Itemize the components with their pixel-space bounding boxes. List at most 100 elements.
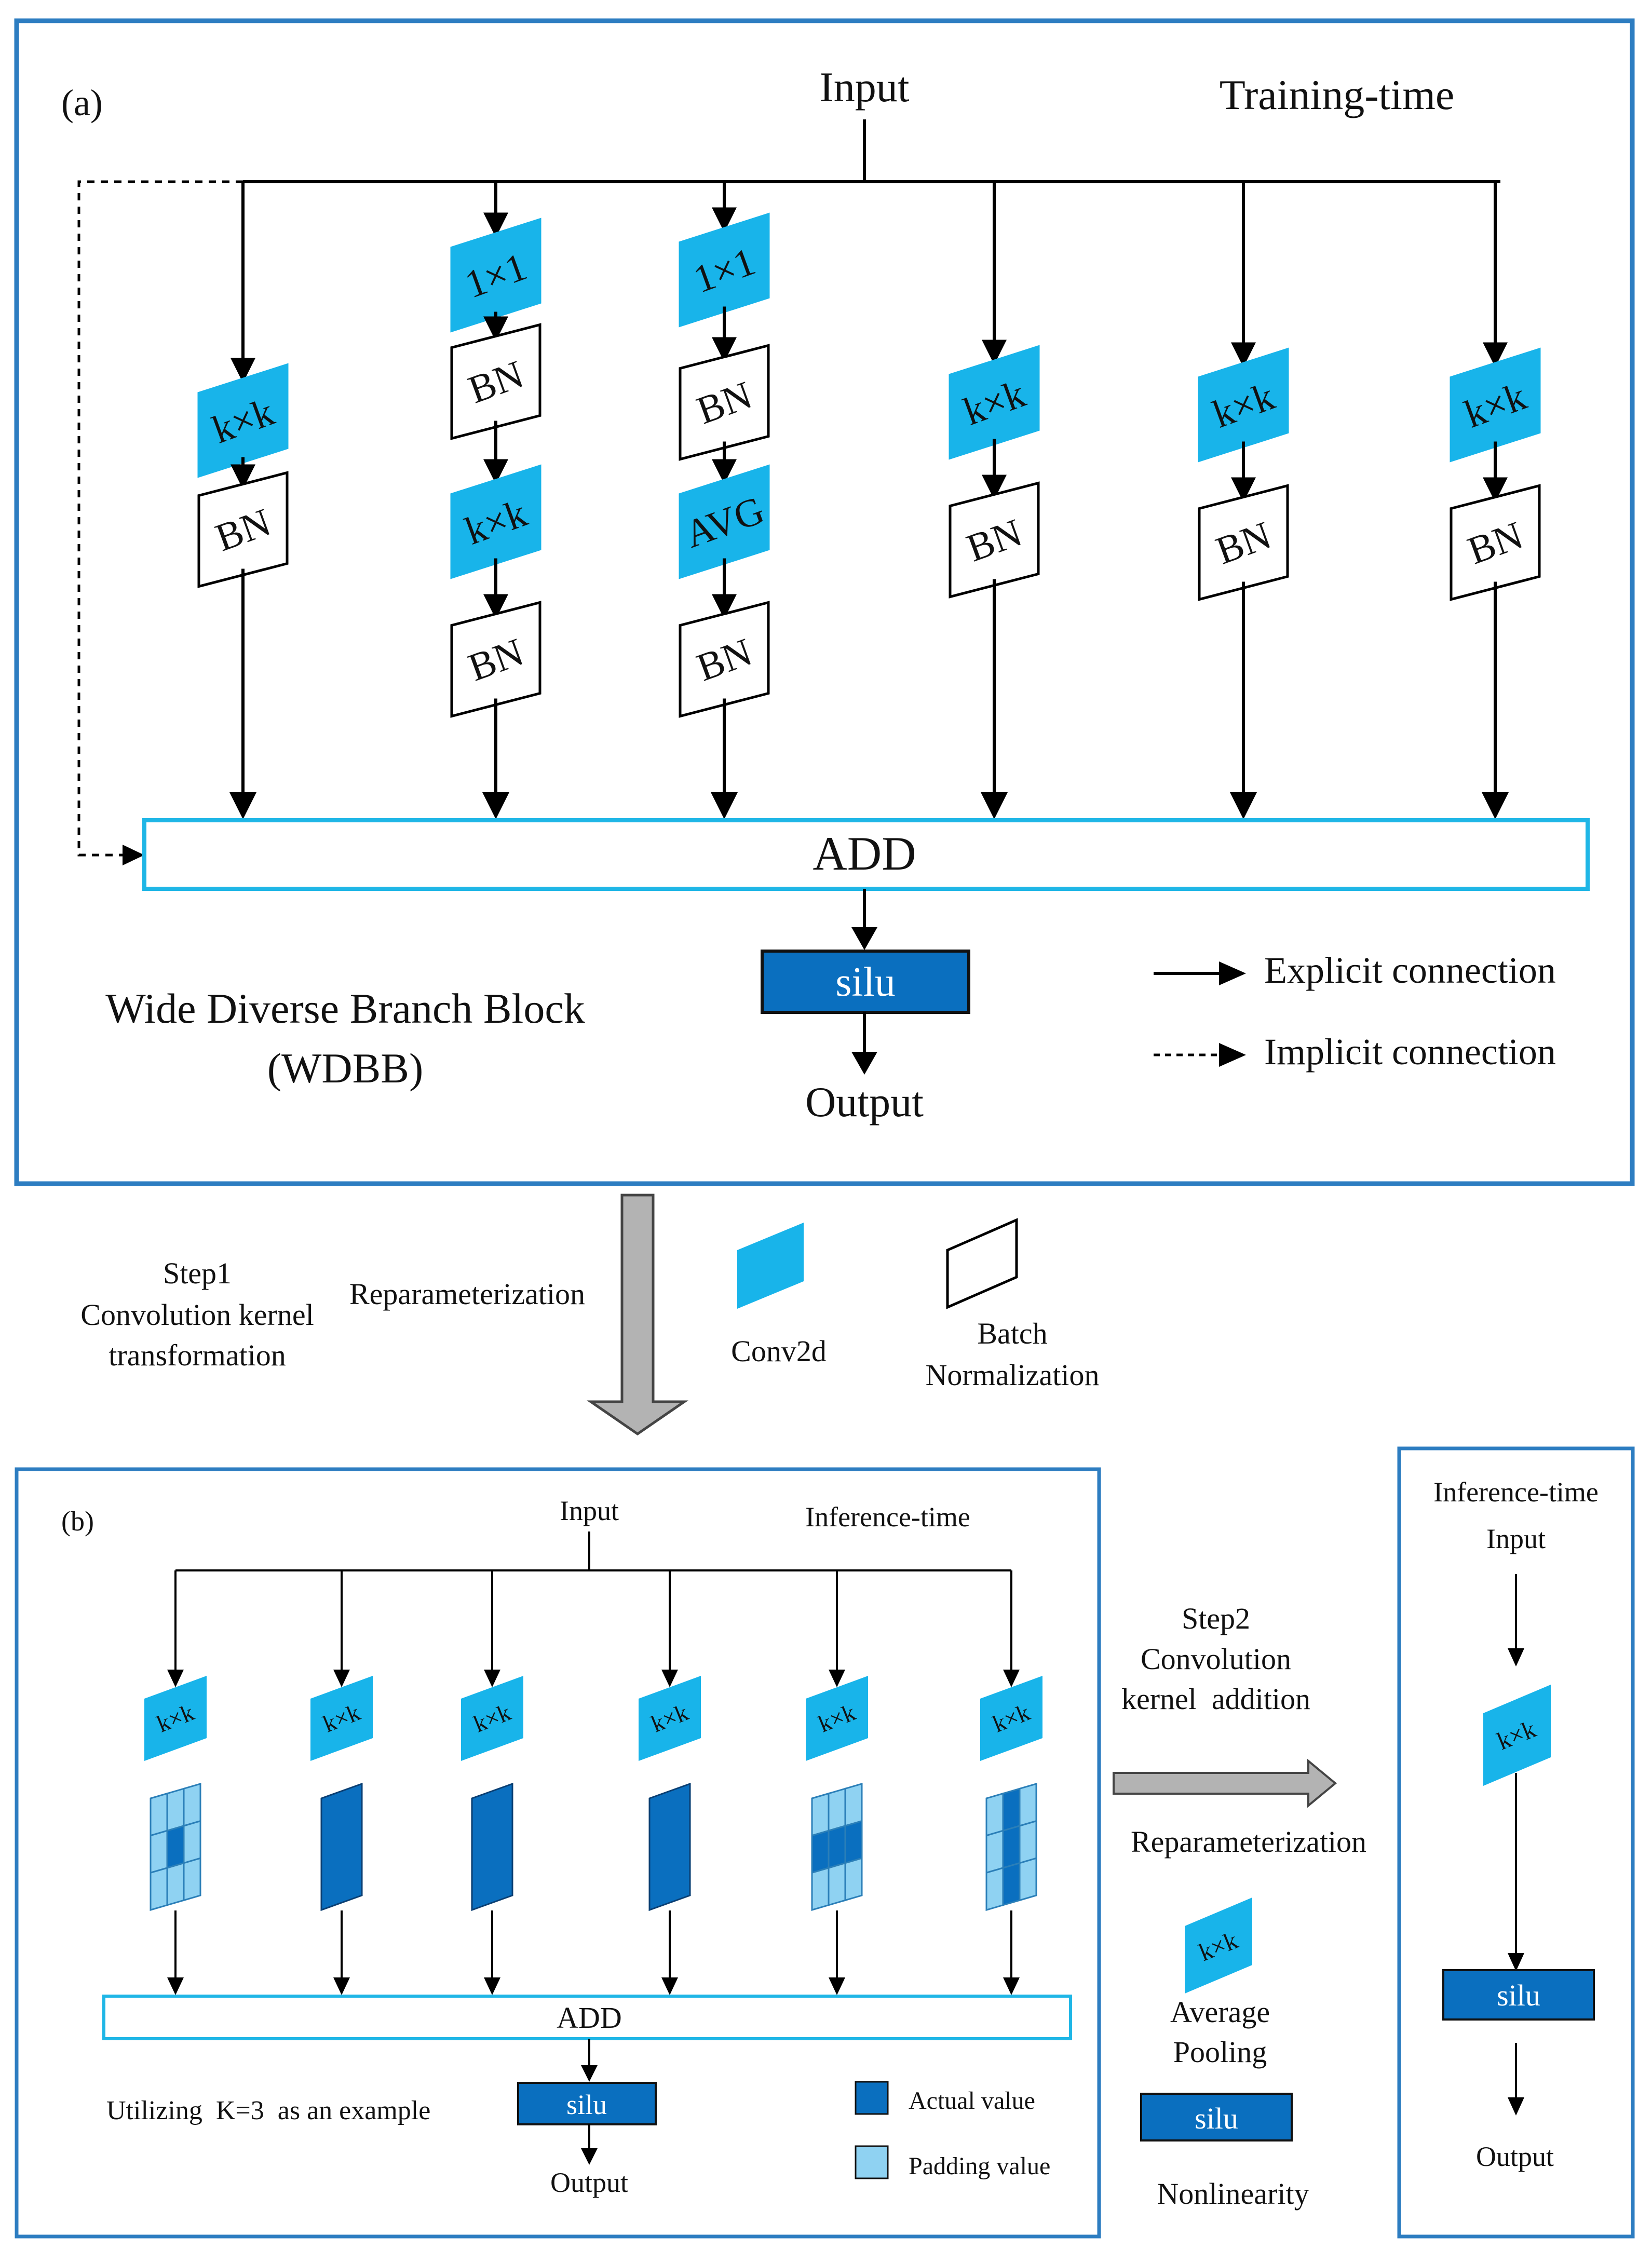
panel-b-branch-5-conv-box xyxy=(806,1676,868,1761)
panel-b-branch-6-kernel-matrix-cell-2-3 xyxy=(1019,1820,1037,1864)
panel-a-branch-6-bn-box-2 xyxy=(1450,484,1541,601)
panel-b-branch-6-kernel-matrix-cell-3-2 xyxy=(1002,1862,1021,1906)
panel-a-branch-4: k×kBN xyxy=(949,182,1040,819)
panel-a-mode-label: Training-time xyxy=(1220,71,1455,118)
panel-b-branch-6-input-arrow-arrowhead xyxy=(1003,1670,1020,1687)
panel-b-output-arrowhead xyxy=(581,2148,598,2165)
panel-b-branch-1-kernel-matrix-cell-1-3 xyxy=(183,1783,201,1827)
panel-b-branch-6-kernel-matrix xyxy=(985,1783,1037,1911)
panel-c-input-arrowhead xyxy=(1508,1648,1524,1666)
step1-line1: Step1 xyxy=(163,1256,232,1290)
legend-nonlinearity-label: Nonlinearity xyxy=(1157,2177,1309,2211)
panel-a-branch-5-conv-box-1 xyxy=(1198,347,1289,463)
legend-conv2d-shape xyxy=(737,1223,804,1309)
legend-actual-label: Actual value xyxy=(909,2087,1035,2115)
panel-a-branch-2-arrow-1-arrowhead xyxy=(483,212,508,238)
panel-b-output-label: Output xyxy=(550,2167,628,2198)
panel-a-branch-4-arrow-1-arrowhead xyxy=(982,340,1007,365)
panel-a-branch-2-conv-box-3 xyxy=(450,464,541,579)
panel-b-branch-3-kernel-matrix xyxy=(471,1782,513,1912)
legend-bn-label-line1: Batch xyxy=(977,1317,1047,1350)
panel-b-branch-1-kernel-matrix-cell-2-2 xyxy=(166,1825,185,1869)
panel-a-branch-4-bn-box-2 xyxy=(949,481,1040,599)
panel-b-branch-6-to-add-arrowhead xyxy=(1003,1977,1020,1995)
panel-a-branch-5-bn-box-2 xyxy=(1198,484,1289,601)
panel-b-branch-5-kernel-matrix-cell-1-3 xyxy=(844,1783,863,1827)
panel-b-branch-5-kernel-matrix-cell-1-2 xyxy=(828,1787,846,1832)
block-abbr: (WDBB) xyxy=(267,1045,424,1092)
panel-b-branch-3-conv-box xyxy=(461,1676,523,1761)
panel-a-branch-4-to-add-arrowhead xyxy=(981,792,1008,819)
panel-b-branch-5-kernel-matrix-cell-1-1 xyxy=(811,1792,830,1837)
panel-b-branch-2-input-arrow-arrowhead xyxy=(333,1670,350,1687)
panel-a-add-label: ADD xyxy=(813,827,916,880)
panel-a-branch-6-arrow-2-arrowhead xyxy=(1483,477,1508,503)
panel-c-output-label: Output xyxy=(1476,2141,1554,2172)
panel-b-branch-6-kernel-matrix-cell-1-2 xyxy=(1002,1787,1021,1832)
panel-b-branch-2-kernel-matrix xyxy=(320,1782,363,1912)
legend-explicit-label: Explicit connection xyxy=(1264,950,1556,991)
step1-reparam-label: Reparameterization xyxy=(349,1277,585,1311)
panel-b-tag: (b) xyxy=(61,1506,94,1537)
panel-a-branch-3-avg-box-3 xyxy=(679,464,770,579)
panel-b-branch-5-kernel-matrix-cell-2-2 xyxy=(828,1825,846,1869)
legend-actual-swatch xyxy=(855,2081,889,2115)
step2-line1: Step2 xyxy=(1182,1602,1250,1635)
panel-a-branch-2-conv-box-1 xyxy=(450,218,541,333)
legend-bn-shape xyxy=(946,1218,1018,1309)
panel-b-branch-4: k×k xyxy=(639,1570,701,1995)
panel-b-silu-box xyxy=(517,2082,657,2125)
panel-a-branch-2-to-add-arrowhead xyxy=(482,792,509,819)
panel-b-branch-5-kernel-matrix-cell-2-1 xyxy=(811,1829,830,1874)
panel-b-branch-5-kernel-matrix-cell-3-2 xyxy=(828,1862,846,1906)
step1-line2: Convolution kernel xyxy=(80,1298,314,1332)
panel-a-branch-2-arrow-4-arrowhead xyxy=(483,594,508,619)
panel-b-branch-5-to-add-arrowhead xyxy=(829,1977,845,1995)
panel-b-add-label: ADD xyxy=(557,2001,622,2035)
legend-padding-swatch xyxy=(855,2145,889,2179)
panel-a-silu-box xyxy=(761,950,970,1014)
panel-a-output-arrowhead xyxy=(851,1052,877,1075)
panel-a-branch-1-conv-box-1 xyxy=(197,363,289,478)
panel-a-branch-1-to-add-arrowhead xyxy=(229,792,256,819)
panel-b-branch-5-kernel-matrix-cell-2-3 xyxy=(844,1820,863,1864)
step2-line3: kernel addition xyxy=(1121,1682,1310,1716)
panel-a-branch-3-to-add-arrowhead xyxy=(711,792,738,819)
panel-b-branch-5-kernel-matrix-cell-3-3 xyxy=(844,1857,863,1902)
panel-a-branch-6-arrow-1-arrowhead xyxy=(1483,342,1508,368)
panel-a-branch-1-bn-box-2 xyxy=(197,471,289,588)
panel-b-branch-2: k×k xyxy=(310,1570,373,1995)
panel-b-branch-3-input-arrow-arrowhead xyxy=(484,1670,500,1687)
panel-b-branch-1-kernel-matrix-cell-3-1 xyxy=(150,1867,168,1911)
panel-b-input-label: Input xyxy=(560,1495,619,1526)
step1-line3: transformation xyxy=(109,1338,286,1372)
panel-a-branch-1-arrow-2-arrowhead xyxy=(231,464,255,490)
panel-b-mode-label: Inference-time xyxy=(805,1501,970,1533)
legend-avgpool-line1: Average xyxy=(1170,1995,1270,2029)
step2-reparam-label: Reparameterization xyxy=(1131,1825,1366,1859)
panel-a-branch-1-arrow-1-arrowhead xyxy=(231,358,255,383)
panel-a-branch-6-conv-box-1 xyxy=(1450,347,1541,463)
panel-c-silu-label: silu xyxy=(1497,1978,1540,2012)
panel-a-silu-arrowhead xyxy=(851,927,877,950)
panel-b-add-bar xyxy=(102,1995,1072,2040)
panel-b-branch-1-to-add-arrowhead xyxy=(167,1977,184,1995)
panel-b-branch-2-to-add-arrowhead xyxy=(333,1977,350,1995)
step2-line2: Convolution xyxy=(1141,1642,1291,1676)
panel-a-branch-3-arrow-2-arrowhead xyxy=(712,337,737,362)
panel-c-input-label: Input xyxy=(1486,1523,1546,1554)
legend-implicit-label: Implicit connection xyxy=(1264,1031,1556,1073)
panel-b-branch-6-kernel-matrix-cell-3-1 xyxy=(985,1867,1004,1911)
panel-a-branch-2-bn-box-2 xyxy=(450,323,541,440)
panel-b-branch-6-kernel-matrix-cell-1-1 xyxy=(985,1792,1004,1837)
panel-b-branch-6-kernel-matrix-cell-2-2 xyxy=(1002,1825,1021,1869)
panel-a-branch-3-arrow-4-arrowhead xyxy=(712,594,737,619)
legend-avgpool-shape xyxy=(1185,1897,1252,1994)
panel-a-branch-6-to-add-arrowhead xyxy=(1482,792,1509,819)
panel-a-branch-4-conv-box-1 xyxy=(949,345,1040,460)
panel-a-tag: (a) xyxy=(61,82,103,124)
panel-b-branch-6-kernel-matrix-cell-2-1 xyxy=(985,1829,1004,1874)
